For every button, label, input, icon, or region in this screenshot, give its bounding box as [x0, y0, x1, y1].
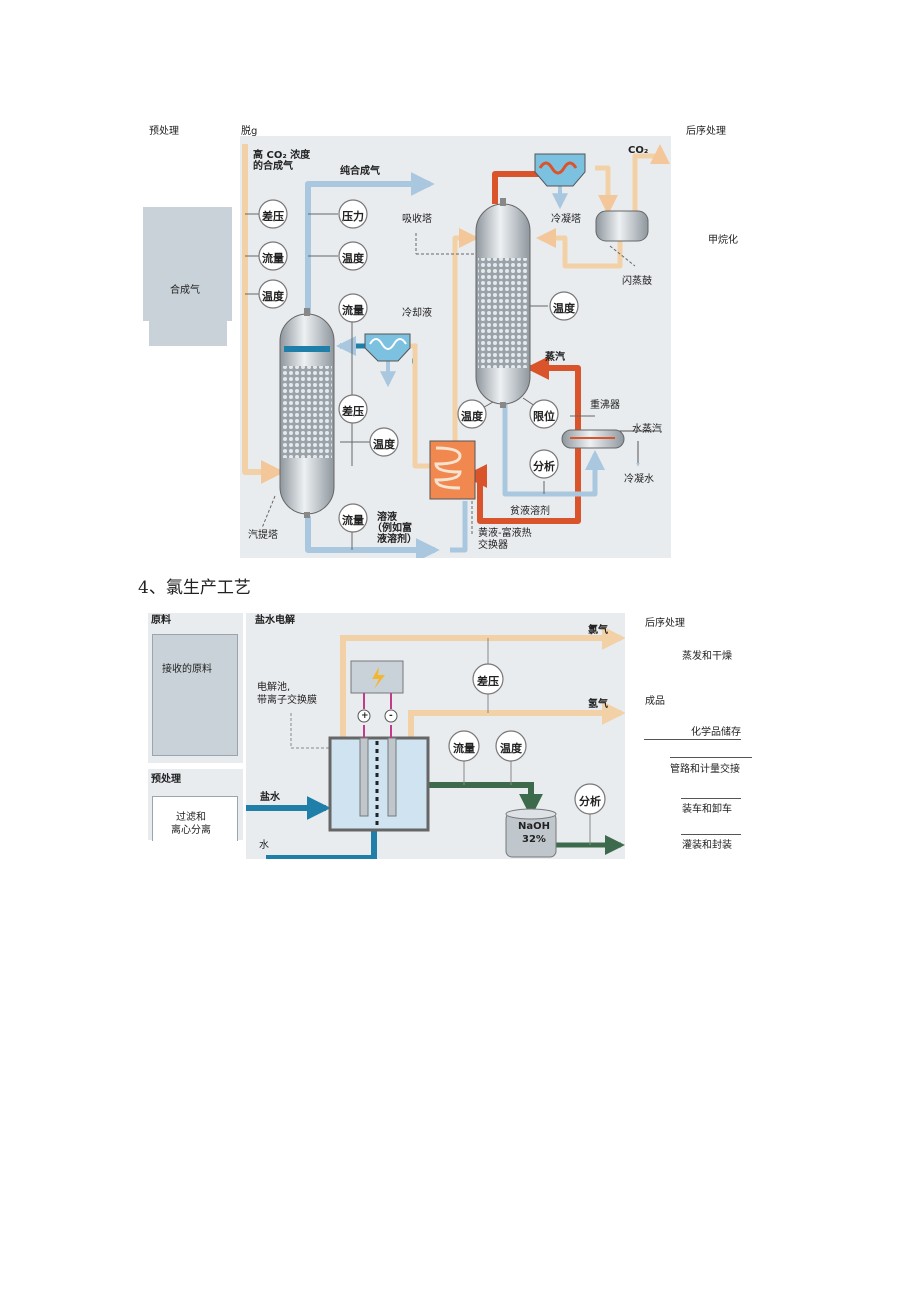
- posttreat2-label: 后序处理: [645, 618, 685, 629]
- solution-label-2: （例如富: [372, 523, 412, 534]
- heat-exchanger: [429, 440, 476, 500]
- evap-label: 蒸发和干燥: [682, 651, 732, 662]
- pipeline-divider: [670, 757, 752, 758]
- received-box: [152, 634, 238, 756]
- regenerator-vessel: [475, 198, 531, 408]
- instrument-analysis: 分析: [533, 460, 555, 473]
- minus-terminal: -: [389, 711, 393, 721]
- cell-label-2: 带离子交换膜: [257, 695, 317, 706]
- high-co2-label-2: 的合成气: [253, 161, 293, 172]
- instrument-analysis2: 分析: [579, 795, 601, 808]
- reboiler: [561, 429, 625, 449]
- solution-label-3: 液溶剂）: [377, 534, 417, 545]
- hx-label-2: 交换器: [478, 540, 508, 551]
- filling-label: 灌装和封装: [682, 840, 732, 851]
- instrument-temp1: 温度: [262, 290, 284, 303]
- pipeline-label: 管路和计量交接: [670, 764, 740, 775]
- naoh-label-1: NaOH: [518, 821, 550, 832]
- steam-label: 蒸汽: [545, 352, 565, 363]
- filter-box: [152, 796, 238, 841]
- filling-divider: [681, 834, 741, 835]
- hydrogen-label: 氢气: [588, 699, 608, 710]
- instrument-level: 限位: [533, 410, 555, 423]
- raw-label: 原料: [151, 615, 171, 626]
- methanation-label: 甲烷化: [708, 235, 738, 246]
- product-label: 成品: [645, 696, 665, 707]
- absorber-label: 吸收塔: [402, 214, 432, 225]
- stripper-label: 汽提塔: [248, 530, 278, 541]
- instrument-pressure: 压力: [342, 210, 364, 223]
- reboiler-label: 重沸器: [590, 400, 620, 411]
- brine-label: 盐水: [260, 792, 280, 803]
- syngas-label: 合成气: [170, 285, 200, 296]
- coolant-label: 冷却液: [402, 308, 432, 319]
- lean-solvent-label: 贫液溶剂: [510, 506, 550, 517]
- instrument-flow3: 流量: [342, 514, 364, 527]
- plus-terminal: +: [361, 711, 369, 721]
- instrument-temp5: 温度: [461, 410, 483, 423]
- storage-label: 化学品储存: [644, 727, 741, 740]
- section-heading: 4、氯生产工艺: [138, 578, 251, 598]
- filter-label-1: 过滤和: [176, 812, 206, 823]
- coolant-cooler: [364, 333, 411, 362]
- instrument-temp3: 温度: [373, 438, 395, 451]
- brine-electrolysis-diagram: [246, 613, 625, 859]
- solution-label-1: 溶液: [377, 512, 397, 523]
- instrument-dp2: 差压: [342, 405, 364, 418]
- stripper-vessel: [279, 308, 335, 518]
- instrument-temp4: 温度: [553, 302, 575, 315]
- filter-label-2: 离心分离: [171, 825, 211, 836]
- decarb-label: 脱g: [241, 126, 258, 137]
- loading-divider: [681, 798, 741, 799]
- loading-label: 装车和卸车: [682, 804, 732, 815]
- pretreat2-label: 预处理: [151, 774, 181, 785]
- instrument-flow1: 流量: [262, 252, 284, 265]
- electrolysis-header: 盐水电解: [255, 615, 295, 626]
- syngas-box: [143, 207, 232, 321]
- pure-gas-label: 纯合成气: [340, 166, 380, 177]
- flash-drum: [595, 210, 649, 242]
- instrument-dp1: 差压: [262, 210, 284, 223]
- condensate-label: 冷凝水: [624, 474, 654, 485]
- instrument-temp2: 温度: [342, 252, 364, 265]
- co2-removal-diagram: [240, 136, 671, 558]
- instrument-flow: 流量: [453, 742, 475, 755]
- instrument-flow2: 流量: [342, 304, 364, 317]
- instrument-temp: 温度: [500, 742, 522, 755]
- flash-label: 闪蒸鼓: [622, 276, 652, 287]
- chlorine-label: 氯气: [588, 625, 608, 636]
- pretreat-label: 预处理: [149, 126, 179, 137]
- hx-label-1: 黄液-富液热: [478, 528, 532, 539]
- co2-label: CO₂: [628, 145, 649, 156]
- syngas-box-foot: [149, 320, 227, 346]
- condenser-label: 冷凝塔: [551, 214, 581, 225]
- condenser-unit: [534, 153, 586, 187]
- water-label: 水: [259, 840, 269, 851]
- cell-label-1: 电解池,: [257, 682, 291, 693]
- instrument-dp: 差压: [477, 675, 499, 688]
- posttreat-label: 后序处理: [686, 126, 726, 137]
- naoh-label-2: 32%: [522, 834, 546, 845]
- received-label: 接收的原料: [162, 664, 212, 675]
- high-co2-label-1: 高 CO₂ 浓度: [253, 150, 311, 161]
- water-steam-label: 水蒸汽: [632, 424, 662, 435]
